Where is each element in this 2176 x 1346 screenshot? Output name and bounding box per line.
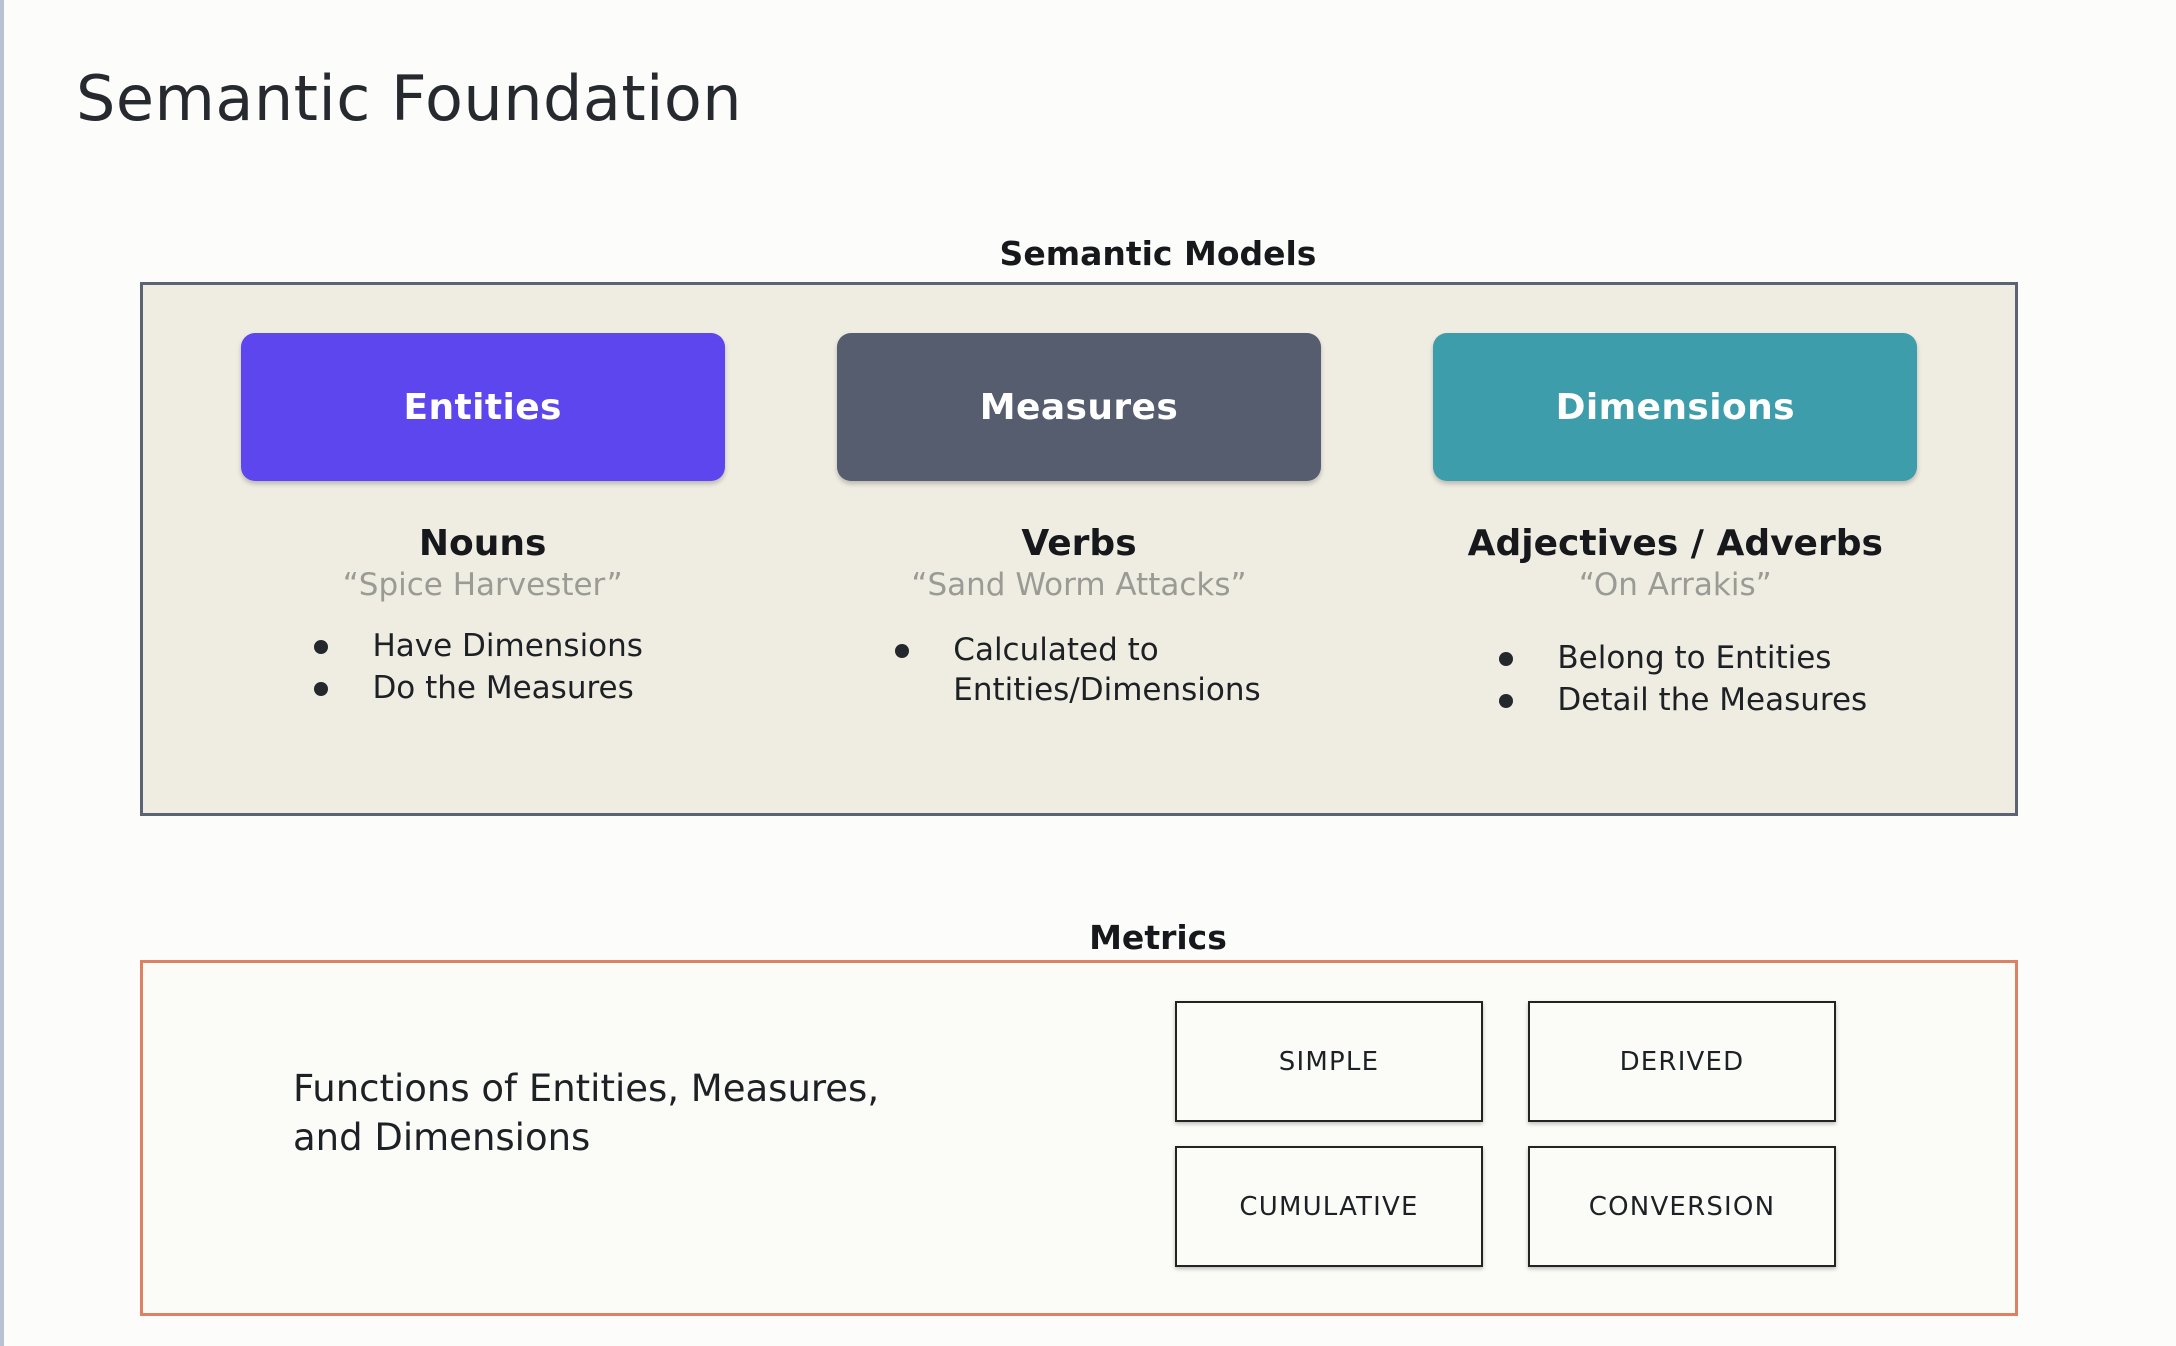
model-column-dimensions: Dimensions Adjectives / Adverbs “On Arra… [1382,333,1969,754]
dimensions-bullet-list: Belong to Entities Detail the Measures [1499,639,1867,722]
entities-bullet-list: Have Dimensions Do the Measures [314,627,643,710]
metrics-heading: Metrics [1089,918,1227,957]
metric-type-derived[interactable]: DERIVED [1528,1001,1836,1122]
measures-example: “Sand Worm Attacks” [911,566,1247,603]
list-item-label: Do the Measures [372,670,634,707]
dimensions-part-of-speech: Adjectives / Adverbs [1467,523,1883,564]
bullet-icon [1499,652,1514,667]
bullet-icon [895,644,910,659]
metric-type-simple[interactable]: SIMPLE [1175,1001,1483,1122]
semantic-models-columns: Entities Nouns “Spice Harvester” Have Di… [143,285,2015,813]
metrics-description: Functions of Entities, Measures, and Dim… [293,1067,880,1159]
dimensions-example: “On Arrakis” [1578,566,1772,603]
measures-part-of-speech: Verbs [1021,523,1137,564]
model-column-measures: Measures Verbs “Sand Worm Attacks” Calcu… [785,333,1372,744]
metric-type-cumulative[interactable]: CUMULATIVE [1175,1146,1483,1267]
bullet-icon [314,682,329,697]
list-item: Do the Measures [314,669,643,709]
measures-bullet-list: Calculated to Entities/Dimensions [895,631,1261,712]
page-title: Semantic Foundation [76,62,743,135]
list-item: Belong to Entities [1499,639,1867,679]
bullet-icon [1499,694,1514,709]
measures-pill[interactable]: Measures [836,333,1321,481]
entities-example: “Spice Harvester” [342,566,623,603]
bullet-icon [314,640,329,655]
dimensions-pill[interactable]: Dimensions [1433,333,1918,481]
semantic-models-heading: Semantic Models [999,234,1317,273]
list-item: Have Dimensions [314,627,643,667]
list-item-label: Have Dimensions [372,628,643,665]
list-item: Calculated to Entities/Dimensions [895,631,1261,710]
model-column-entities: Entities Nouns “Spice Harvester” Have Di… [189,333,776,742]
slide-left-edge [0,0,4,1346]
metrics-panel: Functions of Entities, Measures, and Dim… [140,960,2018,1316]
list-item-label: Belong to Entities [1557,640,1832,677]
metric-type-grid: SIMPLE DERIVED CUMULATIVE CONVERSION [1175,1001,1836,1267]
list-item-label: Calculated to Entities/Dimensions [953,632,1261,709]
entities-part-of-speech: Nouns [418,523,547,564]
entities-pill[interactable]: Entities [240,333,725,481]
list-item: Detail the Measures [1499,681,1867,721]
semantic-models-panel: Entities Nouns “Spice Harvester” Have Di… [140,282,2018,816]
list-item-label: Detail the Measures [1557,682,1868,719]
metric-type-conversion[interactable]: CONVERSION [1528,1146,1836,1267]
